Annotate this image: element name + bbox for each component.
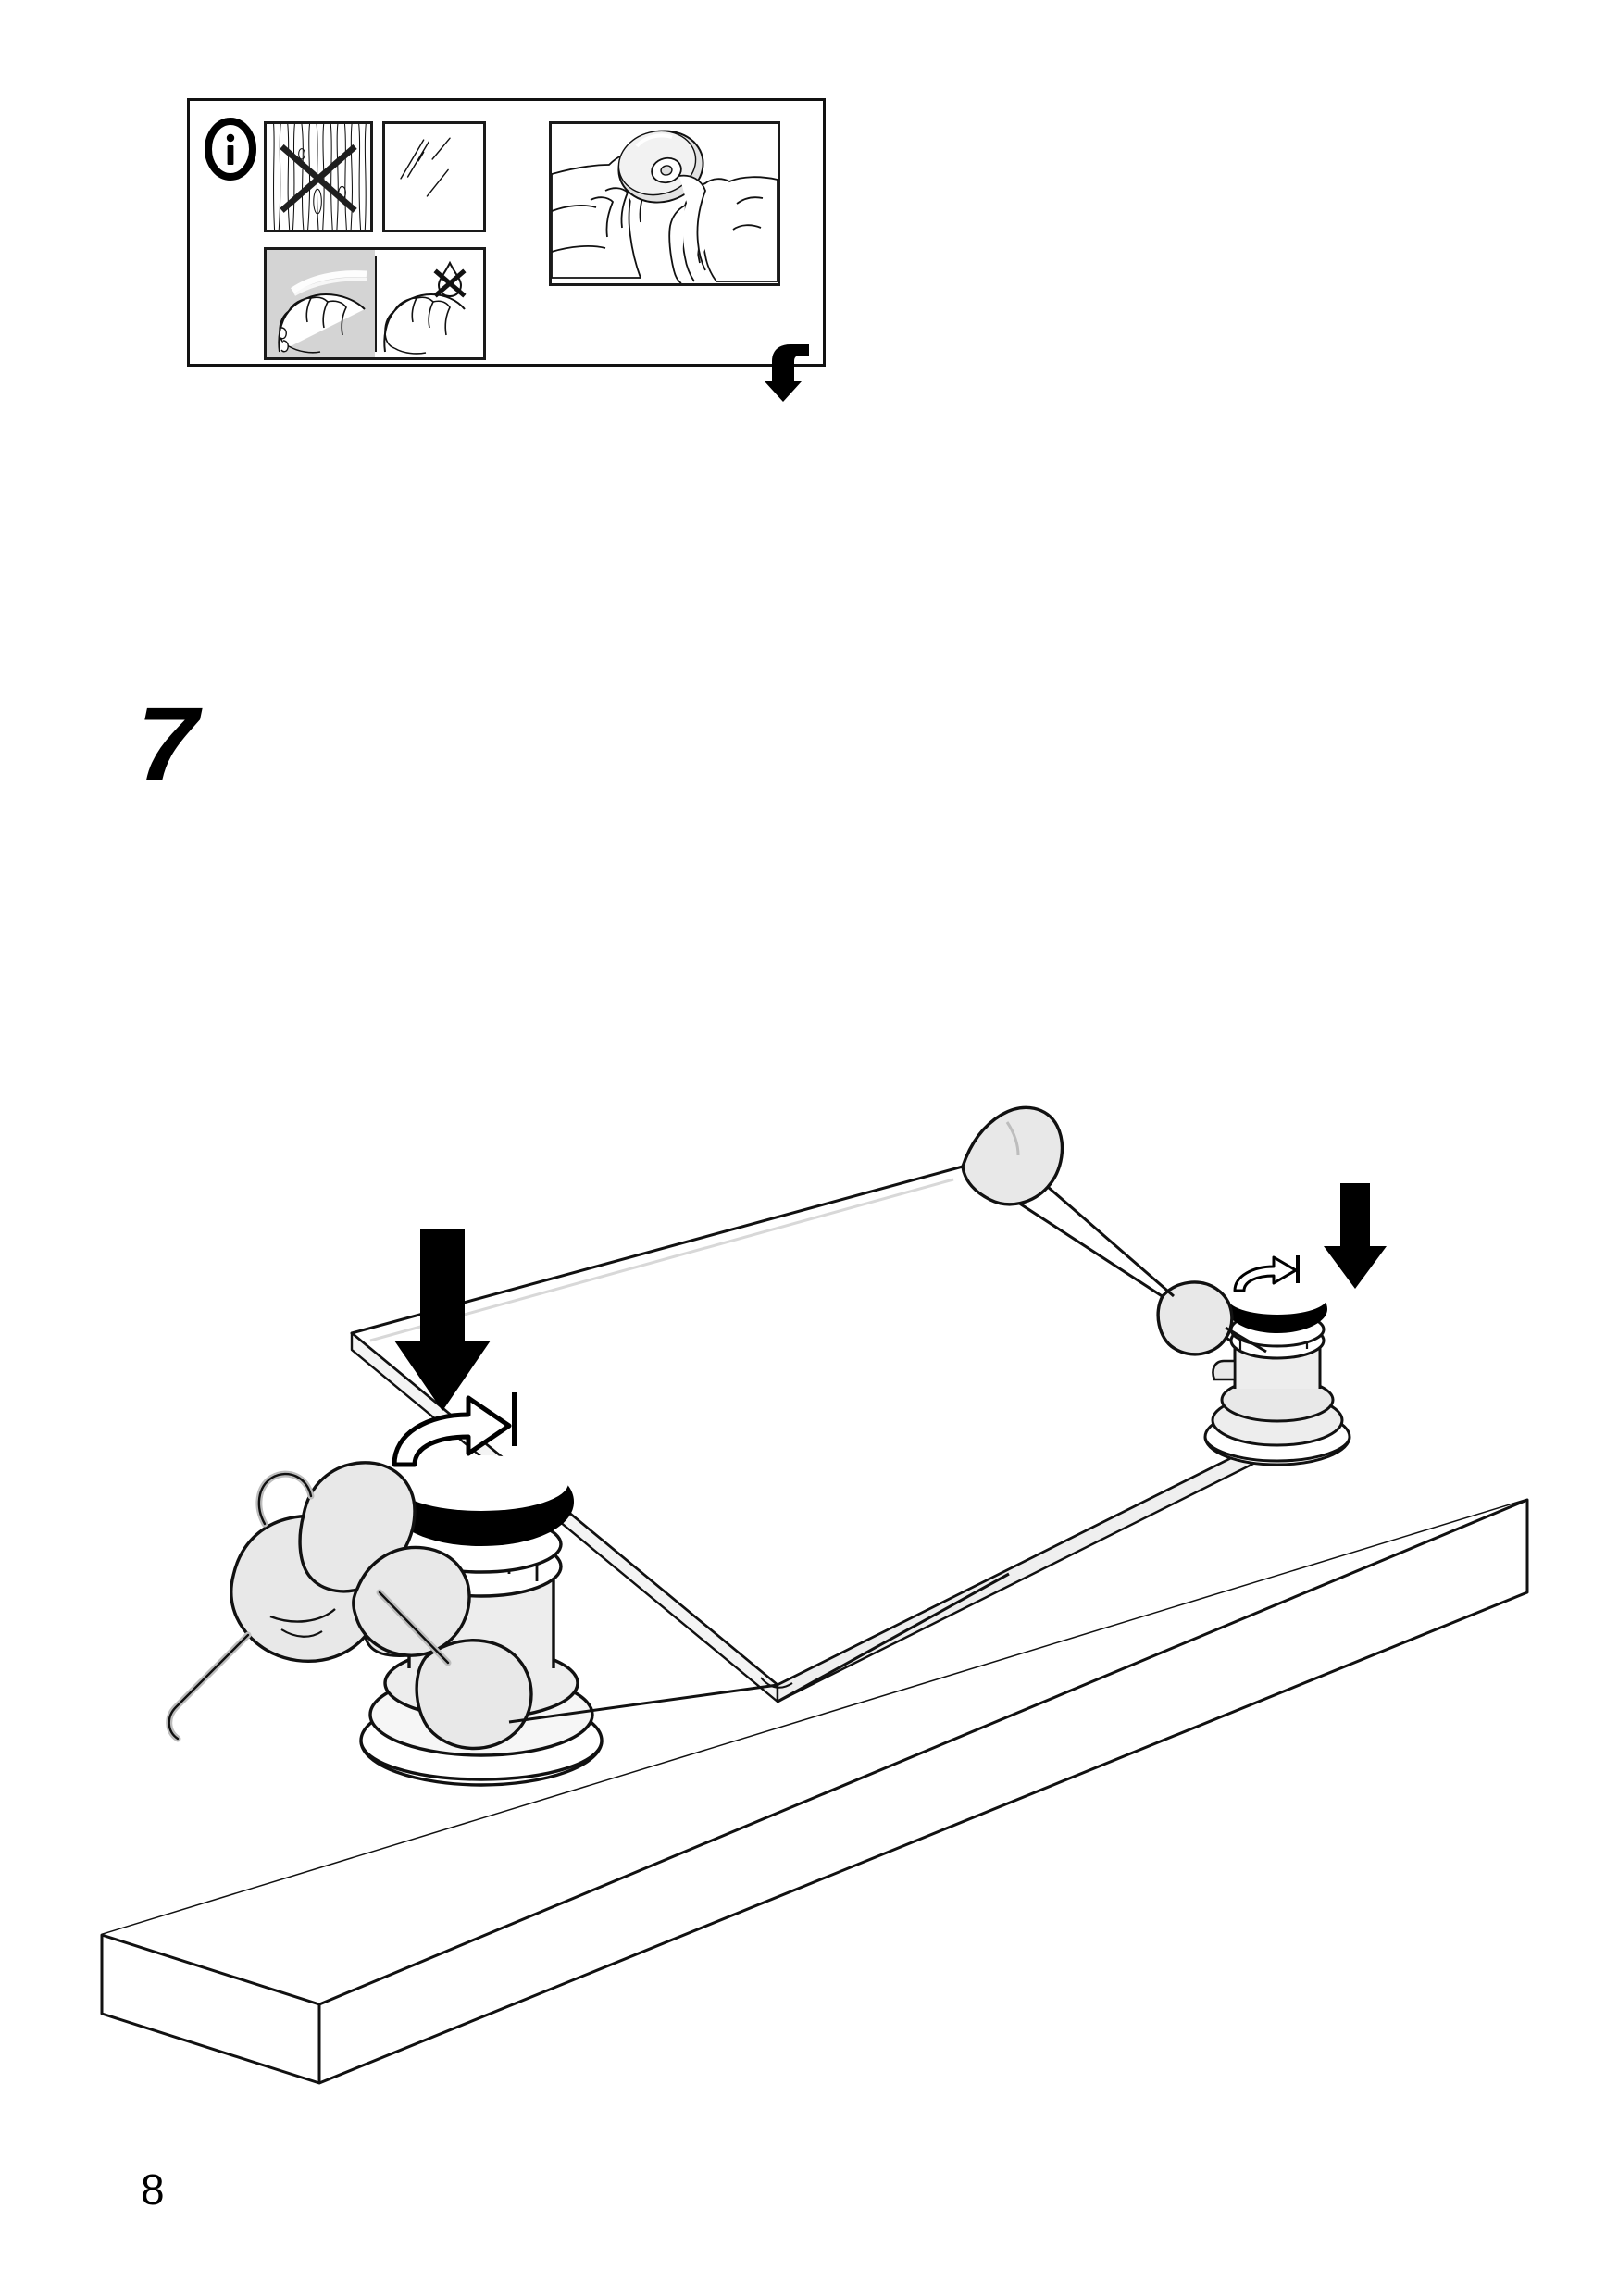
press-down-arrow-front — [394, 1229, 491, 1411]
press-down-arrow-back — [1324, 1183, 1387, 1289]
water-drop-crossed-out-icon — [433, 260, 467, 298]
panel-divider — [375, 256, 377, 352]
rotate-arrow-front — [389, 1392, 574, 1546]
hand-wiping-no-water-icon — [383, 260, 467, 355]
step-7-illustration — [100, 1105, 1529, 2085]
countertop — [100, 1498, 1529, 2085]
step-number: 7 — [137, 686, 198, 802]
panel-wood-surface-forbidden — [264, 121, 373, 232]
glass-pane-icon — [400, 137, 451, 197]
page-number: 8 — [141, 2165, 165, 2214]
information-icon — [205, 118, 256, 181]
panel-glass-surface-allowed — [382, 121, 486, 232]
hand-left — [166, 1461, 533, 1751]
wood-grain-crossed-out-icon — [272, 124, 367, 230]
rotate-arrow-back — [1227, 1255, 1327, 1333]
suction-foot-back — [1203, 1183, 1387, 1466]
shelf-front-lip — [508, 1572, 1010, 1724]
u-turn-down-arrow — [765, 344, 809, 402]
info-box — [187, 98, 826, 367]
panel-clean-surface — [264, 247, 486, 360]
panel-peel-protective-film — [549, 121, 780, 286]
hand-right — [961, 1105, 1267, 1356]
hand-wiping-icon — [278, 270, 367, 354]
hands-peeling-suction-cup-icon — [552, 130, 778, 283]
